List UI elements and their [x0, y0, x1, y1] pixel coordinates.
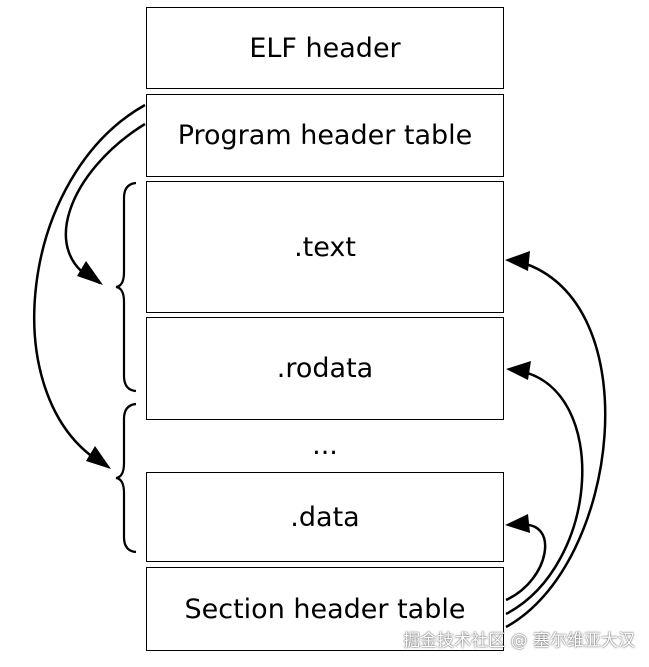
data-section-label: .data — [290, 501, 360, 533]
arrowhead-pht-to-text-segment — [77, 261, 103, 285]
arrow-sht-to-text — [505, 260, 607, 629]
watermark-text: 掘金技术社区 @ 塞尔维亚大汉 — [403, 631, 635, 651]
text-section-label: .text — [294, 231, 356, 263]
elf-header-label: ELF header — [249, 32, 401, 64]
rodata-section-label: .rodata — [276, 353, 374, 384]
program-header-table-label: Program header table — [177, 120, 473, 151]
arrowhead-sht-to-rodata — [506, 361, 531, 380]
program-header-table-block: Program header table — [146, 94, 504, 177]
arrow-pht-to-text-segment — [64, 122, 146, 285]
arrow-sht-to-rodata — [505, 369, 584, 616]
arrowhead-sht-to-text — [505, 251, 530, 271]
ellipsis-label: ... — [312, 430, 338, 461]
arrowhead-pht-to-data-segment — [86, 446, 111, 469]
arrow-sht-to-data — [505, 523, 547, 602]
segment-brace-lower — [115, 402, 137, 554]
data-section-block: .data — [146, 472, 504, 562]
section-header-table-label: Section header table — [184, 593, 466, 625]
elf-header-block: ELF header — [146, 7, 504, 89]
section-header-table-block: Section header table — [146, 567, 504, 651]
rodata-section-block: .rodata — [146, 317, 504, 420]
text-section-block: .text — [146, 181, 504, 313]
segment-brace-upper — [115, 181, 137, 393]
arrowhead-sht-to-data — [505, 514, 530, 533]
arrow-pht-to-data-segment — [33, 103, 146, 464]
